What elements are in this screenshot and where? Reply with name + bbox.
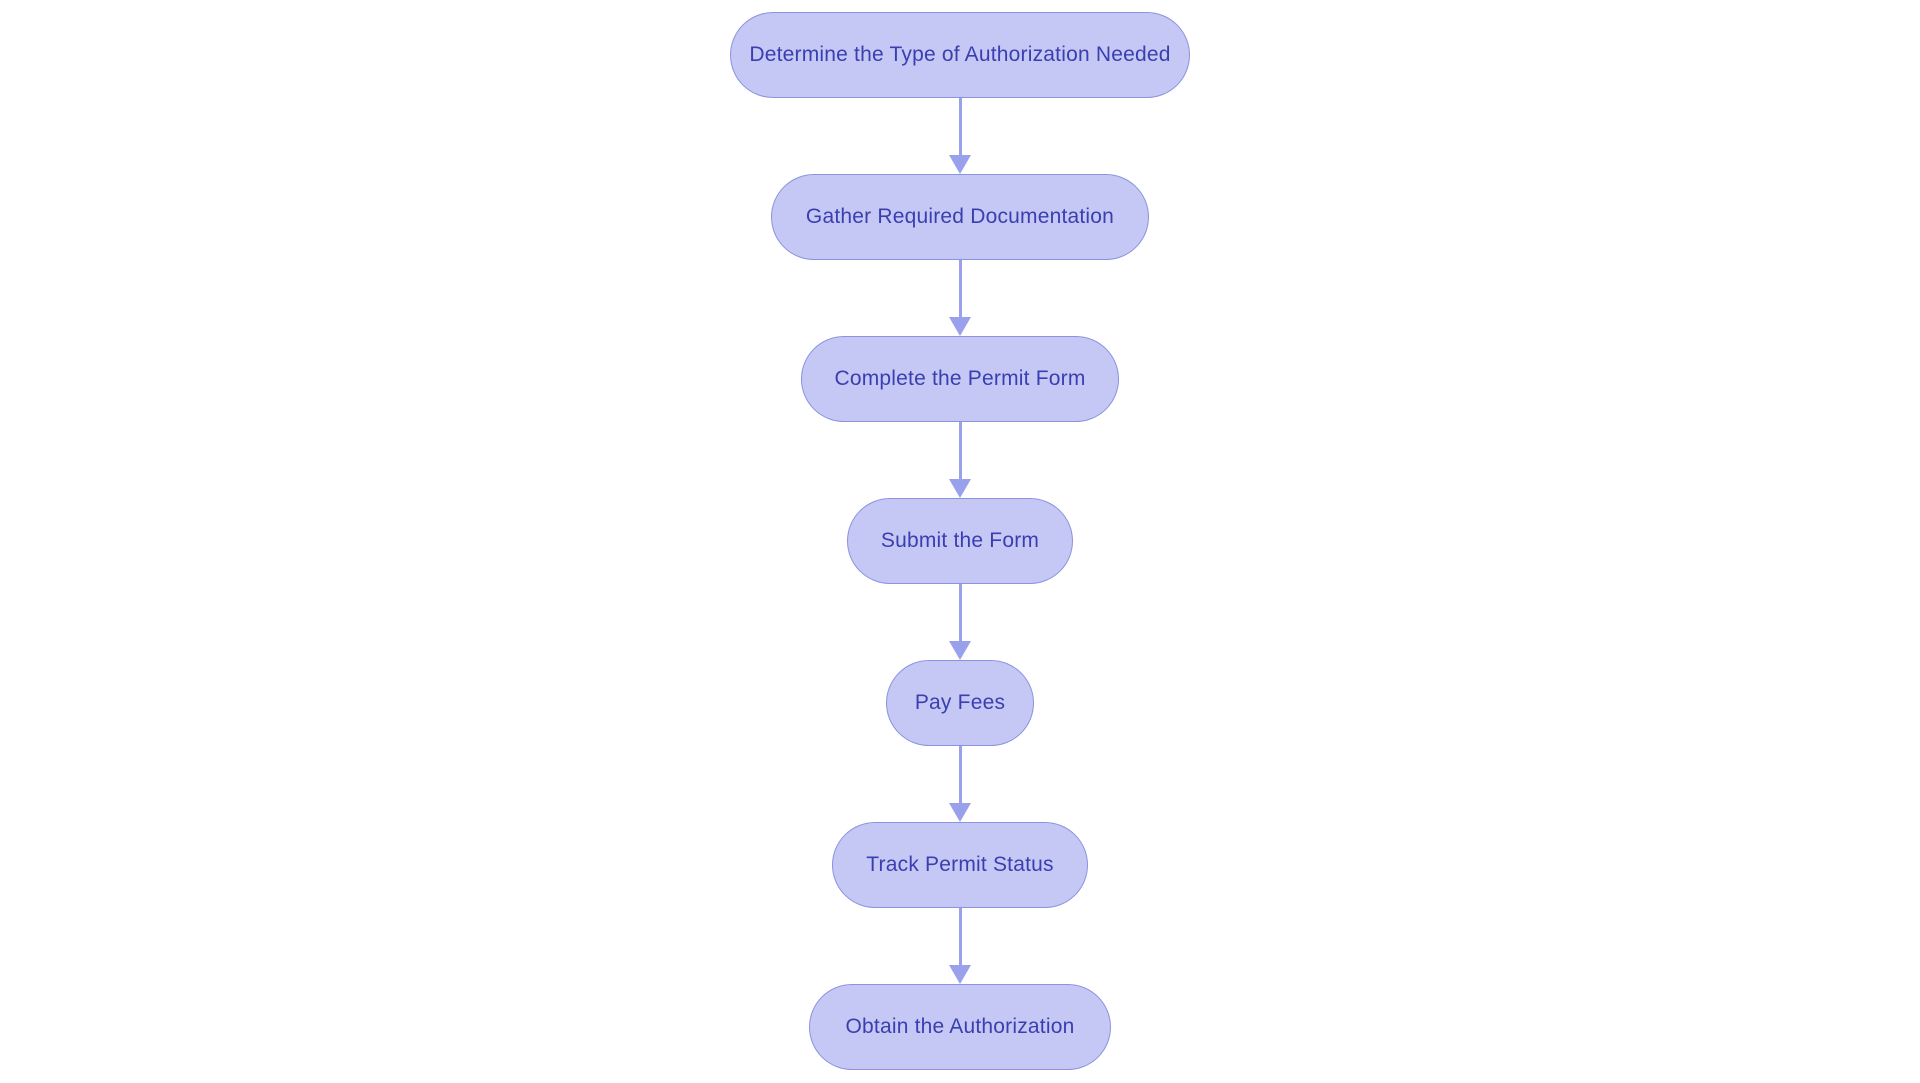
- flow-node-label: Obtain the Authorization: [845, 1015, 1075, 1038]
- arrowhead-down-icon: [949, 155, 971, 174]
- arrow-line: [958, 422, 962, 479]
- arrow-line: [958, 584, 962, 641]
- flow-node-label: Gather Required Documentation: [805, 205, 1115, 228]
- flow-node-label: Determine the Type of Authorization Need…: [749, 43, 1171, 66]
- flow-arrow: [949, 908, 971, 984]
- flow-node-complete-permit-form: Complete the Permit Form: [801, 336, 1119, 422]
- flow-arrow: [949, 746, 971, 822]
- flow-node-track-permit-status: Track Permit Status: [832, 822, 1088, 908]
- flow-node-label: Submit the Form: [880, 529, 1040, 552]
- flow-node-gather-documentation: Gather Required Documentation: [771, 174, 1149, 260]
- flow-node-label: Track Permit Status: [866, 853, 1054, 876]
- flow-node-obtain-authorization: Obtain the Authorization: [809, 984, 1111, 1070]
- flow-arrow: [949, 422, 971, 498]
- arrowhead-down-icon: [949, 479, 971, 498]
- arrowhead-down-icon: [949, 965, 971, 984]
- flow-node-label: Pay Fees: [914, 691, 1006, 714]
- flow-node-submit-form: Submit the Form: [847, 498, 1073, 584]
- arrow-line: [958, 908, 962, 965]
- arrowhead-down-icon: [949, 641, 971, 660]
- arrowhead-down-icon: [949, 317, 971, 336]
- flow-arrow: [949, 584, 971, 660]
- arrow-line: [958, 746, 962, 803]
- flowchart: Determine the Type of Authorization Need…: [730, 12, 1190, 1070]
- flow-node-label: Complete the Permit Form: [834, 367, 1086, 390]
- flow-arrow: [949, 260, 971, 336]
- arrowhead-down-icon: [949, 803, 971, 822]
- arrow-line: [958, 260, 962, 317]
- arrow-line: [958, 98, 962, 155]
- flow-node-determine-authorization-type: Determine the Type of Authorization Need…: [730, 12, 1190, 98]
- flow-arrow: [949, 98, 971, 174]
- flow-node-pay-fees: Pay Fees: [886, 660, 1034, 746]
